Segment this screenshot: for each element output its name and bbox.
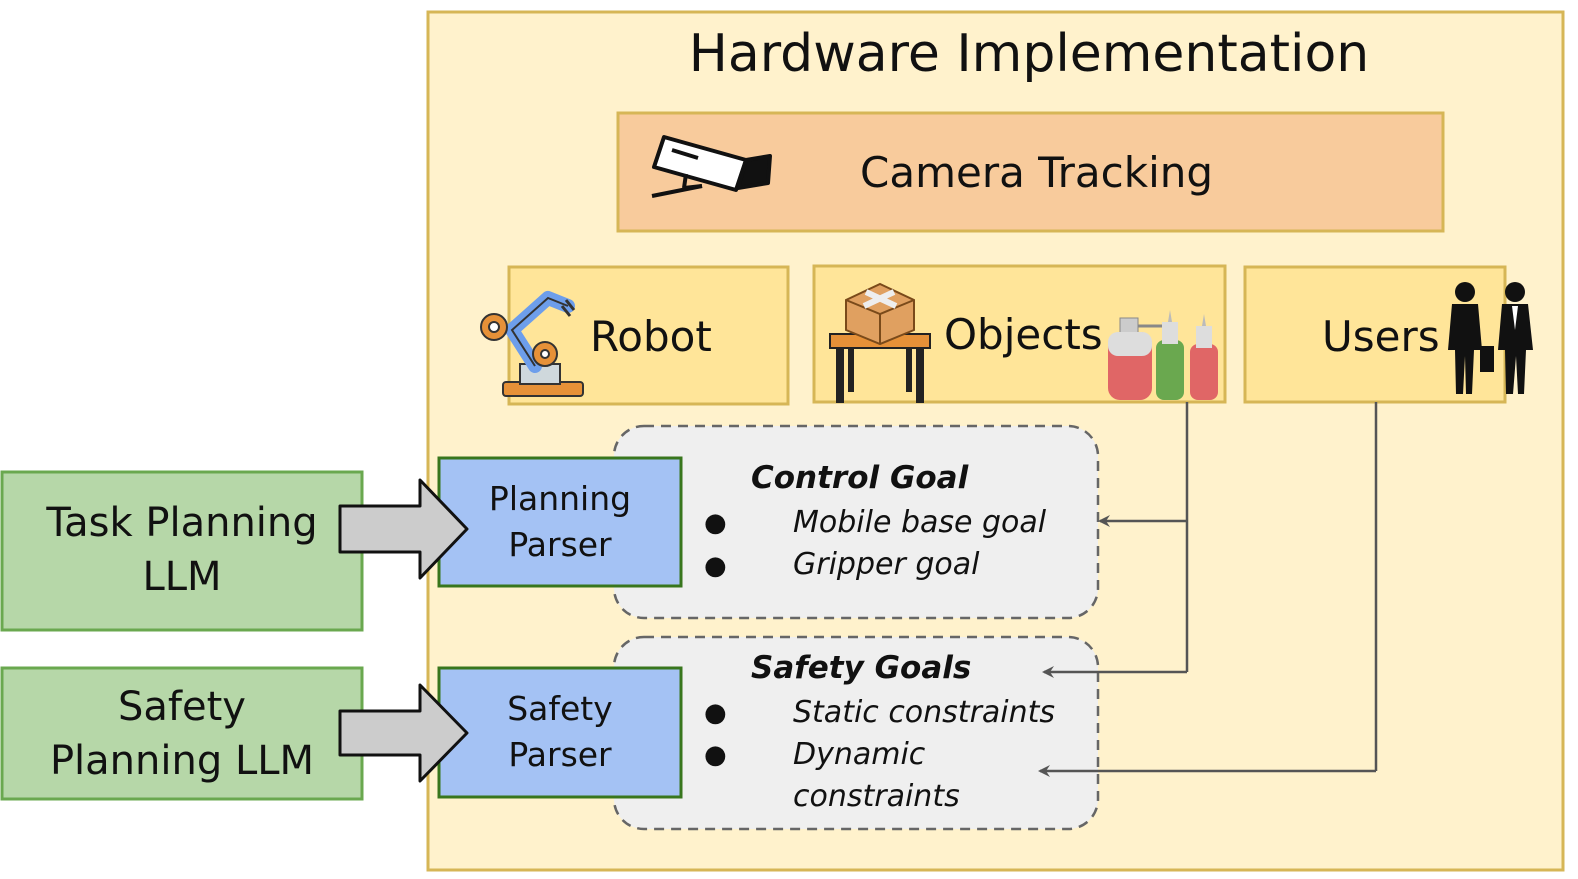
control-goal-title: Control Goal [751,460,969,496]
safety-parser-line1: Safety [507,689,613,728]
control-goal-box [612,424,1100,620]
safety-goals-title: Safety Goals [751,650,972,686]
camera-tracking-label: Camera Tracking [860,148,1214,197]
safety-goals-box [612,635,1100,831]
safety-parser-label: Safety Parser [439,686,681,778]
control-goal-bullet-1: ● [704,508,727,538]
safety-planning-llm-box [0,666,364,801]
control-goal-bullet-2: ● [704,551,727,581]
hardware-title: Hardware Implementation [688,24,1370,84]
bottles-icon [1108,310,1218,400]
planning-parser-line1: Planning [488,479,632,518]
safety-parser-box [437,666,683,799]
safety-goal-item-2b: constraints [793,779,960,814]
task-planning-llm-line1: Task Planning [46,500,318,546]
safety-goal-bullet-1: ● [704,698,727,728]
users-icon [1448,282,1533,394]
task-planning-llm-label: Task Planning LLM [2,496,362,604]
safety-planning-llm-line2: Planning LLM [49,738,315,784]
users-connector [1038,402,1378,777]
task-planning-llm-line2: LLM [142,554,222,600]
planning-parser-label: Planning Parser [439,476,681,568]
safety-llm-to-parser-arrow [338,683,469,783]
safety-parser-line2: Parser [508,735,612,774]
objects-connector [1042,402,1189,678]
users-label: Users [1322,312,1440,361]
box-on-table-icon [829,282,931,403]
robot-label: Robot [590,312,712,361]
robot-arm-icon [480,291,584,397]
safety-goal-bullet-2: ● [704,740,727,770]
planning-parser-line2: Parser [508,525,612,564]
safety-planning-llm-line1: Safety [118,684,246,730]
safety-goal-item-2a: Dynamic [793,737,926,772]
control-goal-item-2: Gripper goal [793,547,980,582]
safety-goal-item-1: Static constraints [793,695,1056,730]
safety-planning-llm-label: Safety Planning LLM [2,680,362,788]
camera-icon [651,135,772,198]
objects-label: Objects [944,310,1103,359]
task-llm-to-parser-arrow [338,478,469,580]
control-goal-item-1: Mobile base goal [793,505,1047,540]
